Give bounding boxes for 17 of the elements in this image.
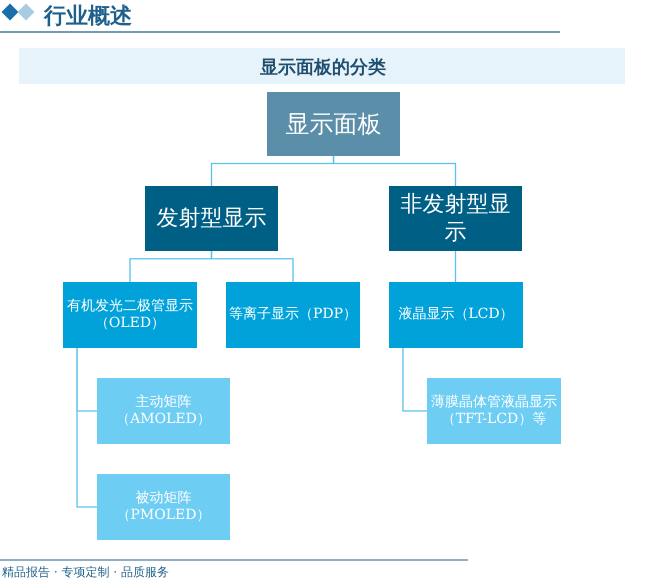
connector-line	[332, 156, 456, 186]
type-box: 等离子显示（PDP）	[226, 282, 360, 348]
top-node: 显示面板	[267, 92, 400, 156]
subtype-box: 主动矩阵（AMOLED）	[97, 378, 230, 444]
subtype-box: 薄膜晶体管液晶显示（TFT-LCD）等	[427, 378, 561, 444]
connector-line	[402, 348, 427, 412]
footer-slogan: 精品报告 · 专项定制 · 品质服务	[2, 564, 169, 581]
type-box: 液晶显示（LCD）	[389, 282, 523, 348]
category-box: 发射型显示	[145, 186, 278, 251]
category-box: 非发射型显示	[389, 186, 522, 251]
connector-line	[210, 251, 294, 282]
diagram-title: 显示面板的分类	[259, 56, 387, 79]
section-heading: 行业概述	[44, 2, 132, 31]
subtype-box: 被动矩阵（PMOLED）	[97, 474, 230, 540]
connector-line	[454, 251, 456, 282]
connector-line	[76, 348, 97, 508]
type-box: 有机发光二极管显示（OLED）	[63, 282, 197, 348]
